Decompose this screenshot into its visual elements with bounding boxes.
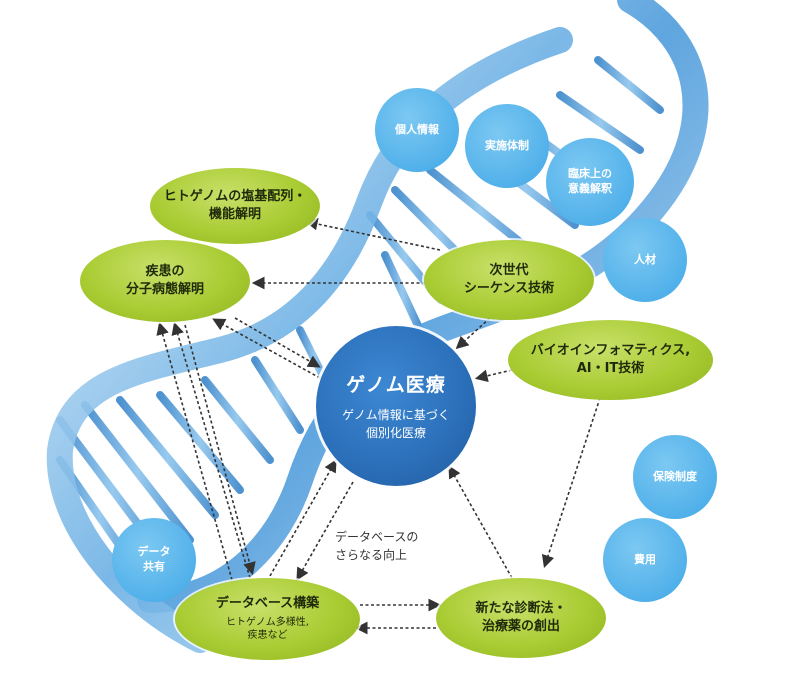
personnel-circle: 人材 <box>603 218 687 302</box>
arrow-db-to-center <box>269 459 337 577</box>
next-gen-seq-node: 次世代 シーケンス技術 <box>424 240 594 320</box>
personal-info-label: 個人情報 <box>395 122 439 136</box>
arrow-ngs-to-genome <box>304 217 441 251</box>
clinical-meaning-circle: 臨床上の 意義解釈 <box>546 138 634 226</box>
disease-mechanism-node: 疾患の 分子病態解明 <box>80 240 250 322</box>
database-node: データベース構築 ヒトゲノム多様性, 疾患など <box>175 578 360 660</box>
bioinformatics-label: バイオインフォマティクス, AI・IT技術 <box>530 342 691 376</box>
new-diagnosis-label: 新たな診断法・ 治療薬の創出 <box>475 600 567 634</box>
new-diagnosis-node: 新たな診断法・ 治療薬の創出 <box>436 578 606 658</box>
cost-circle: 費用 <box>603 518 687 602</box>
arrow-disease-to-db <box>184 324 256 576</box>
database-improvement-note: データベースの さらなる向上 <box>335 530 419 562</box>
center-title: ゲノム医療 <box>346 374 446 397</box>
arrow-diagnosis-to-center <box>448 465 513 579</box>
genome-sequence-label: ヒトゲノムの塩基配列・ 機能解明 <box>163 188 307 222</box>
data-sharing-circle: データ 共有 <box>112 518 196 602</box>
database-label: データベース構築 <box>215 596 320 612</box>
arrow-center-to-disease <box>212 318 321 379</box>
genome-medicine-center: ゲノム医療 ゲノム情報に基づく 個別化医療 <box>316 326 476 486</box>
implementation-circle: 実施体制 <box>465 104 549 188</box>
bioinformatics-node: バイオインフォマティクス, AI・IT技術 <box>508 320 713 400</box>
clinical-meaning-label: 臨床上の 意義解釈 <box>568 167 612 195</box>
insurance-circle: 保険制度 <box>633 435 717 519</box>
genome-sequence-node: ヒトゲノムの塩基配列・ 機能解明 <box>150 168 320 244</box>
arrow-bio-to-diagnosis <box>541 397 601 569</box>
center-subtitle: ゲノム情報に基づく 個別化医療 <box>342 408 450 440</box>
personnel-label: 人材 <box>634 252 656 266</box>
cost-label: 費用 <box>634 552 656 566</box>
database-sublabel: ヒトゲノム多様性, 疾患など <box>226 616 309 642</box>
arrow-center-to-db <box>296 481 354 581</box>
insurance-label: 保険制度 <box>653 469 697 483</box>
arrow-ngs-to-center <box>455 317 491 350</box>
implementation-label: 実施体制 <box>485 138 529 152</box>
disease-mechanism-label: 疾患の 分子病態解明 <box>125 263 204 297</box>
arrow-disease-to-center <box>234 317 321 368</box>
data-sharing-label: データ 共有 <box>137 545 171 573</box>
arrow-bio-to-center <box>474 369 513 383</box>
personal-info-circle: 個人情報 <box>375 88 459 172</box>
next-gen-seq-label: 次世代 シーケンス技術 <box>463 262 555 296</box>
arrow-db-to-disease-1 <box>156 321 233 581</box>
